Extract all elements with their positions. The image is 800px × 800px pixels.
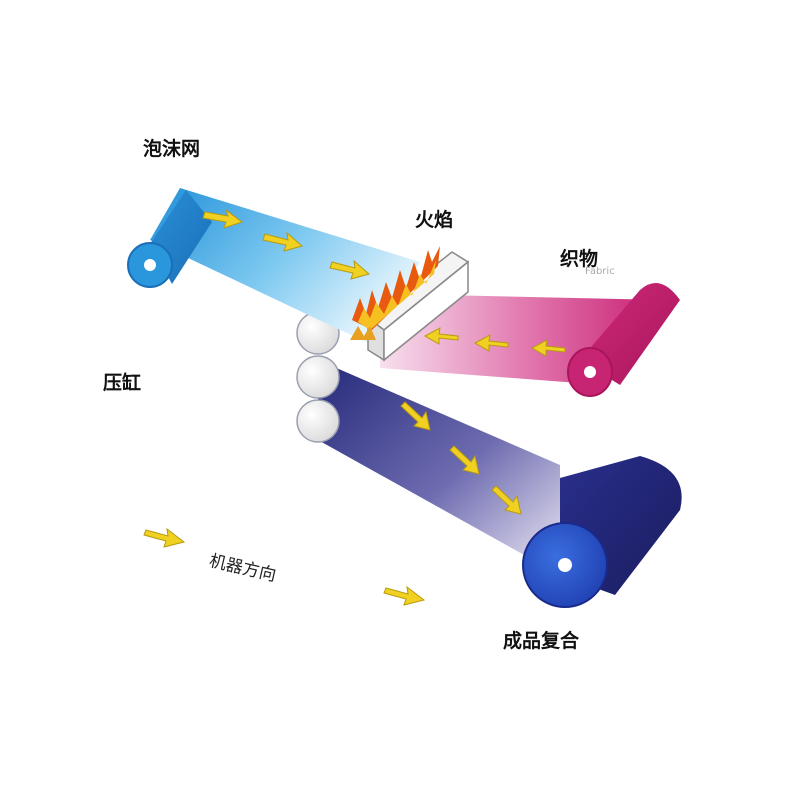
arrow-icon xyxy=(329,259,371,280)
faded-fabric-text: Fabric xyxy=(585,266,615,277)
flame-label: 火焰 xyxy=(415,209,454,231)
press-label: 压缸 xyxy=(103,372,142,394)
product-web xyxy=(318,360,560,575)
arrow-icon xyxy=(530,339,566,357)
arrow-icon xyxy=(449,445,480,475)
flame-icon xyxy=(350,246,440,340)
arrow-icon xyxy=(202,208,244,229)
product-roll xyxy=(522,456,682,608)
foam-web xyxy=(150,188,420,345)
arrow-icon xyxy=(262,231,304,252)
product-label: 成品复合 xyxy=(503,630,580,652)
fabric-label: 织物 xyxy=(560,248,599,270)
press-rollers xyxy=(296,311,340,443)
arrow-icon xyxy=(400,401,431,431)
arrow-icon xyxy=(143,527,186,548)
arrow-icon xyxy=(473,334,509,352)
flow-arrows xyxy=(143,208,566,606)
foam-roll xyxy=(127,190,212,288)
fabric-roll xyxy=(567,282,680,397)
foam-label: 泡沫网 xyxy=(143,138,201,160)
arrow-icon xyxy=(383,585,426,606)
arrow-icon xyxy=(491,485,522,515)
arrow-icon xyxy=(423,327,459,345)
